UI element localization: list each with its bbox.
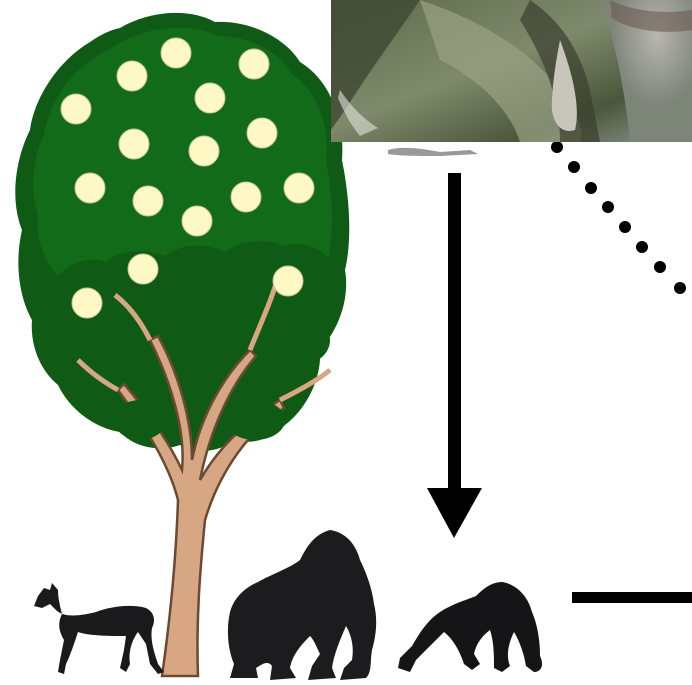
dotted-link-photo-to-right	[551, 141, 686, 294]
fruit	[239, 49, 269, 79]
fruit	[119, 129, 149, 159]
fruit	[117, 61, 147, 91]
fruit	[128, 254, 158, 284]
photo-caption-strip	[388, 148, 478, 156]
fruit	[182, 206, 212, 236]
arrow-photo-to-chimpanzee	[427, 173, 482, 538]
primate-photo	[331, 0, 692, 142]
fruit	[61, 94, 91, 124]
fruit	[231, 182, 261, 212]
fruit	[161, 38, 191, 68]
gorilla-silhouette-icon	[228, 530, 376, 680]
duiker-silhouette-icon	[34, 583, 164, 674]
fruit	[195, 83, 225, 113]
chimpanzee-silhouette-icon	[398, 582, 542, 672]
fruit	[75, 173, 105, 203]
fruit	[133, 186, 163, 216]
fruit	[72, 288, 102, 318]
fruit	[189, 136, 219, 166]
fruit	[273, 266, 303, 296]
fruit	[284, 173, 314, 203]
link-chimpanzee-to-right	[572, 592, 692, 603]
fruit	[247, 118, 277, 148]
